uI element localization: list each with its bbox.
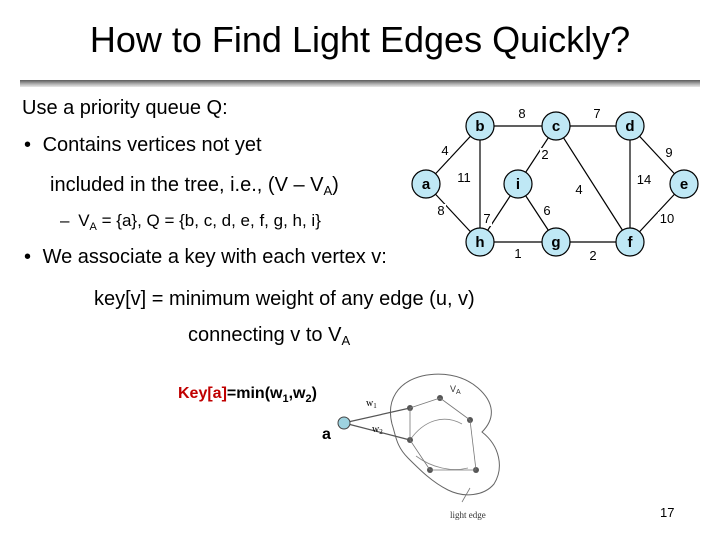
node-label-f: f — [628, 234, 634, 251]
diagram-vertex-a-label: a — [322, 426, 331, 443]
diagram-inner-edge — [409, 397, 441, 409]
key-definition-line-1: key[v] = minimum weight of any edge (u, … — [94, 288, 475, 310]
title-divider — [20, 80, 700, 87]
sub-bullet-dash: – — [60, 211, 70, 230]
diagram-inner-edge — [469, 419, 477, 471]
light-edge-pointer — [461, 487, 471, 503]
edge-weight-d-f: 14 — [637, 172, 651, 187]
page-number: 17 — [660, 505, 675, 520]
node-a — [411, 169, 441, 199]
w1-label: w1 — [366, 398, 377, 410]
diagram-inner-edge — [439, 397, 471, 421]
edge-weight-a-h: 8 — [437, 203, 444, 218]
edge-weight-bg — [588, 249, 598, 263]
bullet-1-line-2-close: ) — [332, 174, 339, 196]
diagram-inner-edge — [409, 439, 431, 471]
node-c — [541, 111, 571, 141]
sub-bullet: – VA = {a}, Q = {b, c, d, e, f, g, h, i} — [60, 209, 321, 239]
edge-weight-bg — [440, 144, 450, 158]
w2-label: w2 — [372, 424, 383, 436]
w2-edge — [347, 423, 411, 441]
bullet-1-line-2: included in the tree, i.e., (V – VA) — [50, 173, 339, 203]
edge-weight-bg — [664, 146, 674, 160]
bullet-marker: • — [24, 246, 32, 268]
key-definition-line-2-text: connecting v to V — [188, 324, 342, 346]
bullet-1: • Contains vertices not yet — [24, 133, 262, 157]
node-d — [615, 111, 645, 141]
edge-weight-h-i: 7 — [483, 211, 490, 226]
sub-bullet-text: = {a}, Q = {b, c, d, e, f, g, h, i} — [96, 211, 321, 230]
bullet-2: • We associate a key with each vertex v: — [24, 245, 387, 269]
edge-c-f — [555, 125, 631, 243]
edge-weight-i-g: 6 — [543, 203, 550, 218]
key-definition-subscript: A — [341, 333, 351, 348]
va-region-blob — [390, 373, 500, 496]
key-a-label: Key[a] — [178, 385, 227, 402]
light-edge-diagram: VA light edge w1 w2 — [337, 373, 500, 520]
bullet-1-line-2-text: included in the tree, i.e., (V – V — [50, 174, 324, 196]
diagram-inner-curve — [409, 418, 469, 470]
node-label-i: i — [516, 176, 520, 193]
node-label-g: g — [551, 234, 560, 251]
edge-weight-g-f: 2 — [589, 248, 596, 263]
edge-weight-b-c: 8 — [518, 106, 525, 121]
sub-bullet-subscript: A — [89, 221, 97, 233]
edge-weight-a-b: 4 — [441, 143, 448, 158]
edge-weight-bg — [517, 107, 527, 121]
edge-weight-bg — [482, 212, 492, 226]
edge-weight-bg — [574, 183, 584, 197]
node-i — [503, 169, 533, 199]
edge-weight-c-d: 7 — [593, 106, 600, 121]
node-label-b: b — [475, 118, 484, 135]
intro-text: Use a priority queue Q: — [22, 97, 228, 119]
node-f — [615, 227, 645, 257]
node-g — [541, 227, 571, 257]
edge-weight-bg — [542, 204, 552, 218]
edge-weight-e-f: 10 — [660, 211, 674, 226]
edge-weight-bg — [658, 212, 676, 226]
edge-weight-bg — [592, 107, 602, 121]
node-b — [465, 111, 495, 141]
node-e — [669, 169, 699, 199]
key-a-formula: Key[a]=min(w1,w2) — [178, 382, 317, 411]
edge-weight-c-f: 4 — [575, 182, 582, 197]
node-label-e: e — [680, 176, 688, 193]
node-label-a: a — [422, 176, 431, 193]
key-a-sub2: 2 — [305, 393, 312, 405]
sub-bullet-va: V — [78, 211, 90, 230]
edge-weight-d-e: 9 — [665, 145, 672, 160]
graph-nodes: a b c d e f g h i — [411, 111, 699, 257]
node-label-c: c — [552, 118, 560, 135]
edge-weight-h-g: 1 — [514, 246, 521, 261]
w1-edge — [347, 407, 411, 423]
edge-weight-bg — [540, 148, 550, 162]
key-a-min: =min(w — [226, 385, 283, 402]
key-a-sub1: 1 — [282, 393, 289, 405]
light-edge-caption: light edge — [450, 510, 486, 520]
node-h — [465, 227, 495, 257]
bullet-marker: • — [24, 134, 32, 156]
edge-weight-bg — [455, 171, 473, 185]
node-label-d: d — [625, 118, 634, 135]
va-region-label: VA — [450, 384, 461, 396]
vertex-a-node — [337, 416, 351, 430]
edge-weight-bg — [436, 204, 446, 218]
bullet-2-text: We associate a key with each vertex v: — [42, 246, 387, 268]
key-definition-line-2: connecting v to VA — [188, 323, 350, 353]
edge-weight-c-i: 2 — [541, 147, 548, 162]
bullet-1-line-2-subscript: A — [323, 183, 333, 198]
key-a-comma: ,w — [288, 385, 306, 402]
node-label-h: h — [475, 234, 484, 251]
edge-weight-bg — [513, 247, 523, 261]
slide-title: How to Find Light Edges Quickly? — [89, 19, 631, 60]
edge-weight-bg — [635, 173, 653, 187]
edge-weight-b-h: 11 — [457, 170, 471, 185]
key-a-close: ) — [311, 385, 317, 402]
bullet-1-line-1: Contains vertices not yet — [42, 134, 262, 156]
